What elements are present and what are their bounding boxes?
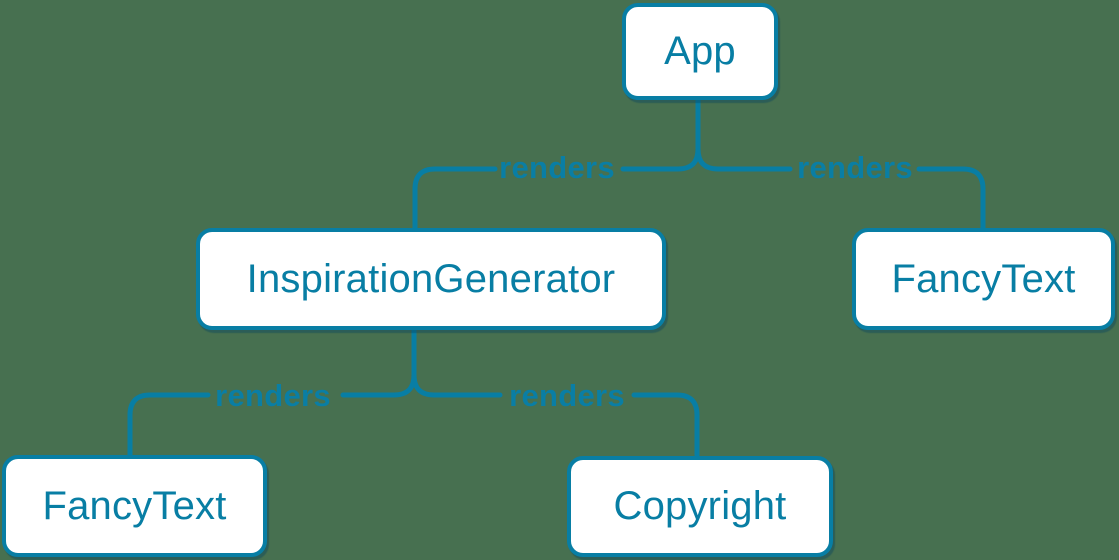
node-fancytext-bottom-label: FancyText <box>42 483 227 528</box>
node-app-label: App <box>664 29 736 73</box>
edge-inspirationgenerator-fancytext-outer <box>127 392 211 458</box>
node-fancytext-top-label: FancyText <box>891 256 1076 301</box>
edge-app-fancytext-outer <box>916 166 986 231</box>
edge-inspirationgenerator-copyright-inner <box>411 327 503 398</box>
node-app: App <box>622 3 778 100</box>
edge-inspirationgenerator-copyright-outer <box>631 392 700 458</box>
node-fancytext-top: FancyText <box>852 228 1115 330</box>
node-copyright-label: Copyright <box>613 484 787 528</box>
edge-app-inspirationgenerator-outer <box>412 166 498 231</box>
edge-label-app-fancytext: renders <box>797 150 913 185</box>
edge-label-inspirationgenerator-copyright: renders <box>509 378 625 413</box>
edge-label-inspirationgenerator-fancytext: renders <box>215 378 331 413</box>
node-copyright: Copyright <box>567 456 833 557</box>
node-inspirationgenerator: InspirationGenerator <box>196 228 666 330</box>
edge-app-fancytext-inner <box>695 97 793 172</box>
edge-app-inspirationgenerator-inner <box>620 97 701 172</box>
edge-label-app-inspirationgenerator: renders <box>499 150 615 185</box>
edge-inspirationgenerator-fancytext-inner <box>340 327 417 398</box>
node-inspirationgenerator-label: InspirationGenerator <box>246 256 616 301</box>
node-fancytext-bottom: FancyText <box>2 455 267 557</box>
